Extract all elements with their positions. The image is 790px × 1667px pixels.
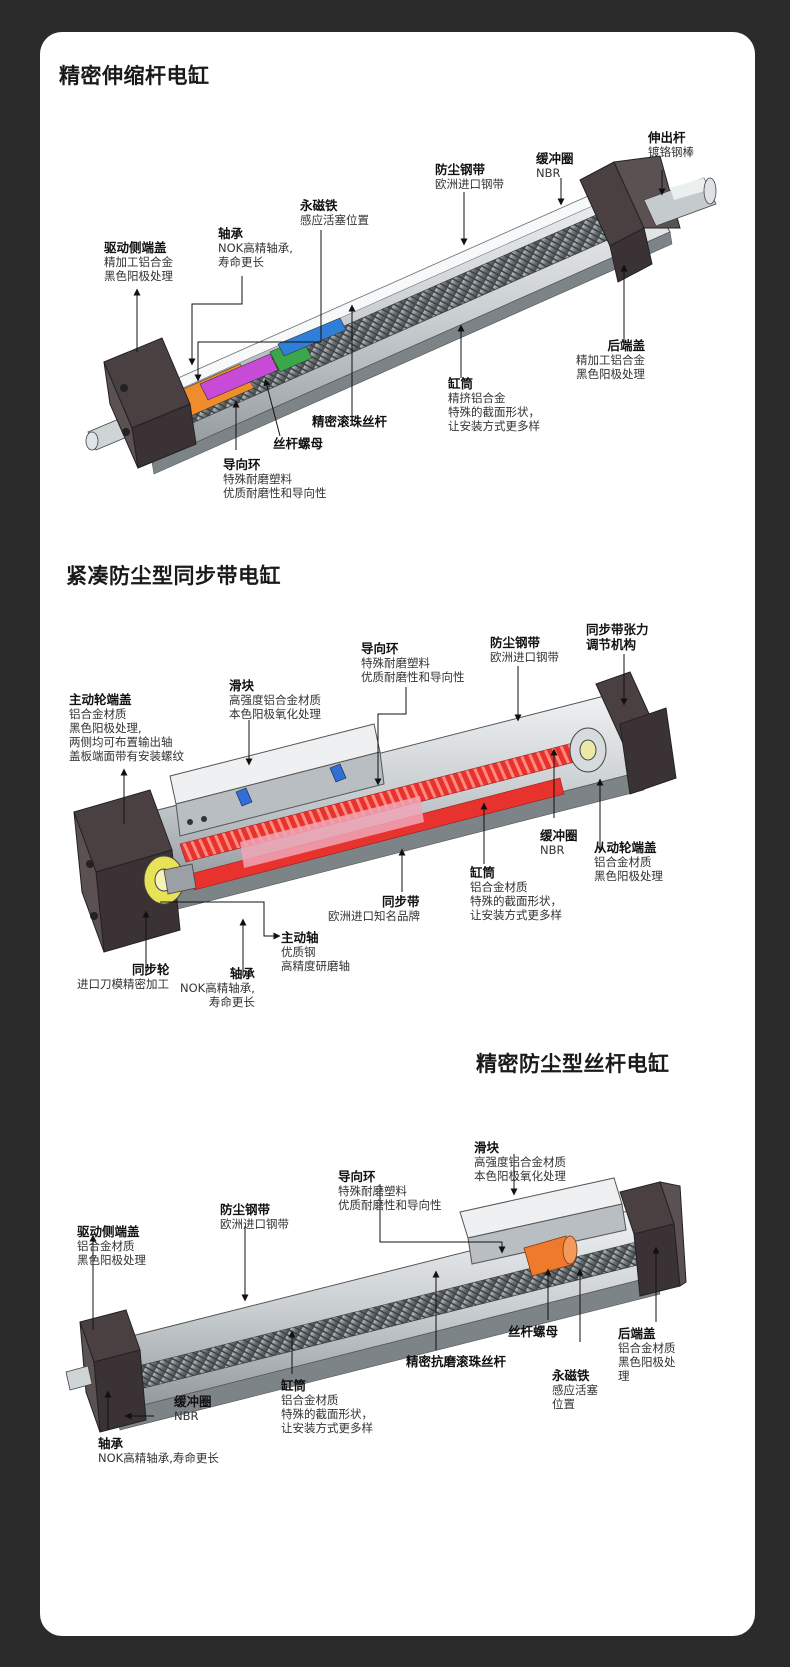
- callout-rear-end-cap: 后端盖 铝合金材质 黑色阳极处 理: [618, 1326, 676, 1383]
- callout-guide-ring: 导向环 特殊耐磨塑料 优质耐磨性和导向性: [338, 1169, 442, 1212]
- illustrations: [65, 155, 717, 1433]
- callout-bearing: 轴承 NOK高精轴承, 寿命更长: [218, 226, 293, 269]
- section-title-belt-actuator: 紧凑防尘型同步带电缸: [66, 564, 281, 588]
- callout-bearing: 轴承 NOK高精轴承,寿命更长: [98, 1436, 219, 1465]
- callout-rear-end-cap: 后端盖 精加工铝合金 黑色阳极处理: [576, 338, 645, 381]
- callout-cylinder-tube: 缸筒 铝合金材质 特殊的截面形状， 让安装方式更多样: [281, 1378, 373, 1435]
- section-title-rod-actuator: 精密伸缩杆电缸: [59, 64, 210, 88]
- callout-dust-steel-belt: 防尘钢带 欧洲进口钢带: [435, 162, 504, 191]
- belt-actuator-leaders: [120, 654, 628, 976]
- callout-anti-wear-ball-screw: 精密抗磨滚珠丝杆: [406, 1354, 507, 1369]
- screw-actuator-illustration: [65, 1177, 687, 1433]
- callout-bearing: 轴承 NOK高精轴承, 寿命更长: [180, 966, 255, 1009]
- section-title-screw-actuator: 精密防尘型丝杆电缸: [476, 1052, 670, 1076]
- callout-dust-steel-belt: 防尘钢带 欧洲进口钢带: [490, 635, 559, 664]
- callout-timing-belt: 同步带 欧洲进口知名品牌: [328, 894, 420, 923]
- rod-actuator-illustration: [85, 155, 717, 475]
- callout-buffer-ring: 缓冲圈 NBR: [540, 828, 578, 857]
- callout-cylinder-tube: 缸筒 铝合金材质 特殊的截面形状， 让安装方式更多样: [470, 865, 562, 922]
- callout-cylinder-tube: 缸筒 精挤铝合金 特殊的截面形状， 让安装方式更多样: [448, 376, 540, 433]
- callout-permanent-magnet: 永磁铁 感应活塞位置: [300, 198, 369, 227]
- callout-slider: 滑块 高强度铝合金材质 本色阳极氧化处理: [474, 1140, 566, 1183]
- screw-actuator-leaders: [89, 1154, 660, 1430]
- callout-guide-ring: 导向环 特殊耐磨塑料 优质耐磨性和导向性: [223, 457, 327, 500]
- callout-ball-screw: 精密滚珠丝杆: [312, 414, 388, 429]
- belt-actuator-illustration: [73, 671, 677, 953]
- callout-drive-end-cap: 驱动侧端盖 铝合金材质 黑色阳极处理: [77, 1224, 146, 1267]
- callout-drive-end-cap: 驱动侧端盖 精加工铝合金 黑色阳极处理: [104, 240, 173, 283]
- callout-screw-nut: 丝杆螺母: [273, 436, 324, 451]
- callout-extension-rod: 伸出杆 镀铬钢棒: [648, 130, 694, 159]
- callout-permanent-magnet: 永磁铁 感应活塞 位置: [552, 1368, 598, 1411]
- callout-timing-pulley: 同步轮 进口刀模精密加工: [77, 962, 170, 991]
- callout-dust-steel-belt: 防尘钢带 欧洲进口钢带: [220, 1202, 289, 1231]
- callout-slider: 滑块 高强度铝合金材质 本色阳极氧化处理: [229, 678, 321, 721]
- callout-buffer-ring: 缓冲圈 NBR: [174, 1394, 212, 1423]
- callout-driven-pulley-end-cap: 从动轮端盖 铝合金材质 黑色阳极处理: [594, 840, 663, 883]
- callout-drive-pulley-end-cap: 主动轮端盖 铝合金材质 黑色阳极处理, 两侧均可布置输出轴 盖板端面带有安装螺纹: [69, 692, 184, 763]
- callout-buffer-ring: 缓冲圈 NBR: [536, 151, 574, 180]
- rod-actuator-leaders: [133, 170, 666, 450]
- callout-drive-shaft: 主动轴 优质钢 高精度研磨轴: [281, 930, 350, 973]
- callout-screw-nut: 丝杆螺母: [508, 1324, 559, 1339]
- product-card: 精密伸缩杆电缸 紧凑防尘型同步带电缸 精密防尘型丝杆电缸 伸出杆 镀铬钢棒 缓冲…: [40, 32, 755, 1636]
- callout-belt-tension-mechanism: 同步带张力 调节机构: [586, 622, 649, 652]
- callout-guide-ring: 导向环 特殊耐磨塑料 优质耐磨性和导向性: [361, 641, 465, 684]
